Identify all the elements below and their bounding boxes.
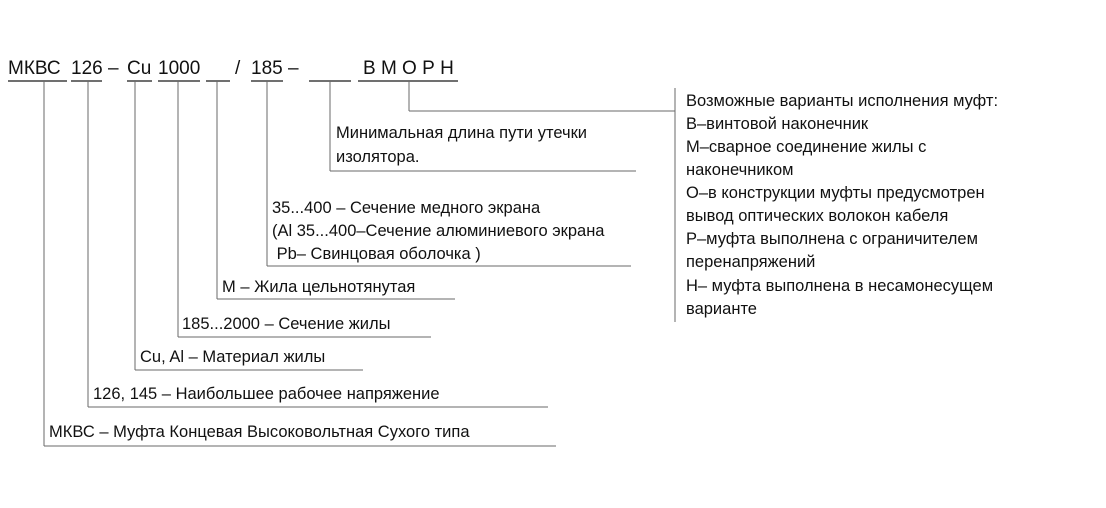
label-mkvs-decode: МКВС – Муфта Концевая Высоковольтная Сух… bbox=[49, 423, 470, 441]
code-slash: / bbox=[235, 58, 241, 79]
label-option-line: варианте bbox=[686, 300, 757, 318]
label-screen-line-3: Pb– Свинцовая оболочка ) bbox=[272, 245, 481, 263]
label-creepage-line-2: изолятора. bbox=[336, 148, 419, 166]
label-option-line: В–винтовой наконечник bbox=[686, 115, 869, 133]
label-screen-line-2: (Al 35...400–Сечение алюминиевого экрана bbox=[272, 222, 605, 240]
label-option-line: М–сварное соединение жилы с bbox=[686, 138, 926, 156]
label-option-line: вывод оптических волокон кабеля bbox=[686, 207, 948, 225]
code-section: 1000 bbox=[158, 58, 200, 79]
label-option-line: наконечником bbox=[686, 161, 793, 179]
code-dash-2: – bbox=[288, 58, 299, 79]
code-mkvs: МКВС bbox=[8, 58, 61, 79]
label-creepage-line-1: Минимальная длина пути утечки bbox=[336, 124, 587, 142]
label-screen-line-1: 35...400 – Сечение медного экрана bbox=[272, 199, 541, 217]
code-material: Cu bbox=[127, 58, 151, 79]
label-conductor-material: Cu, Al – Материал жилы bbox=[140, 348, 325, 366]
code-voltage: 126 bbox=[71, 58, 103, 79]
label-option-line: Н– муфта выполнена в несамонесущем bbox=[686, 277, 993, 295]
label-conductor-section: 185...2000 – Сечение жилы bbox=[182, 315, 390, 333]
label-max-voltage: 126, 145 – Наибольшее рабочее напряжение bbox=[93, 385, 440, 403]
code-screen: 185 bbox=[251, 58, 283, 79]
label-option-line: О–в конструкции муфты предусмотрен bbox=[686, 184, 985, 202]
label-conductor-type: М – Жила цельнотянутая bbox=[222, 278, 415, 296]
code-dash-1: – bbox=[108, 58, 119, 79]
label-option-line: Р–муфта выполнена с ограничителем bbox=[686, 230, 978, 248]
label-options-title: Возможные варианты исполнения муфт: bbox=[686, 92, 998, 110]
code-options: В М О Р Н bbox=[363, 58, 454, 79]
label-option-line: перенапряжений bbox=[686, 253, 815, 271]
